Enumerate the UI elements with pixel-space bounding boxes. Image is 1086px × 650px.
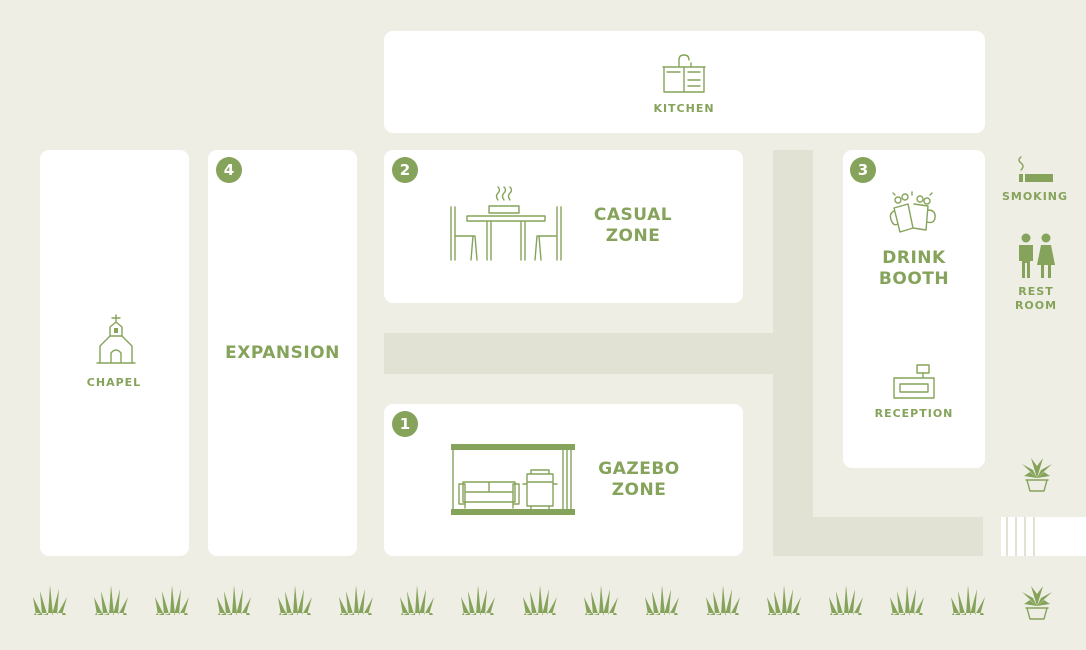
grass-icon [522,585,557,615]
walkway-horizontal [384,333,784,374]
grass-icon [461,585,496,615]
restroom-label: REST ROOM [1014,285,1058,312]
grass-icon [706,585,741,615]
grass-icon [33,585,67,615]
area-number-badge: 2 [392,157,418,183]
grass-icon [645,585,679,615]
restroom-icon [1019,233,1055,278]
potted-plant-icon [1022,586,1052,620]
potted-plant-icon [1022,458,1052,492]
gazebo-zone-label: GAZEBO ZONE [598,459,680,501]
dining-table-icon [450,186,562,261]
walkway-bottom [773,517,983,556]
grass-icon [767,585,802,615]
reception-label: RECEPTION [874,407,954,420]
grass-icon [889,585,924,615]
reception-desk-icon [893,364,935,399]
grass-icon [339,585,373,615]
sink-icon [662,54,706,93]
casual-zone-label: CASUAL ZONE [593,205,673,247]
grass-icon [216,585,251,615]
area-number-badge: 1 [392,411,418,437]
drink-booth-area[interactable] [843,150,985,468]
grass-icon [155,585,190,615]
area-number-badge: 3 [850,157,876,183]
gazebo-icon [451,444,575,515]
grass-icon [277,585,312,615]
expansion-area[interactable] [208,150,357,556]
grass-icon [828,585,863,615]
area-number-badge: 4 [216,157,242,183]
grass-row [0,583,1000,617]
expansion-label: EXPANSION [225,343,340,363]
cigarette-icon [1018,156,1053,182]
beer-mugs-icon [889,191,936,233]
chapel-label: CHAPEL [86,376,142,389]
walkway-vertical [773,150,813,556]
kitchen-label: KITCHEN [653,102,715,115]
casual-zone-area[interactable] [384,150,743,303]
smoking-label: SMOKING [1001,190,1069,203]
grass-icon [583,585,618,615]
grass-icon [94,585,129,615]
entrance-stripes [1001,517,1086,556]
drink-booth-label: DRINK BOOTH [878,248,950,290]
chapel-area[interactable] [40,150,189,556]
grass-icon [400,585,435,615]
grass-icon [951,585,985,615]
chapel-icon [96,314,136,364]
